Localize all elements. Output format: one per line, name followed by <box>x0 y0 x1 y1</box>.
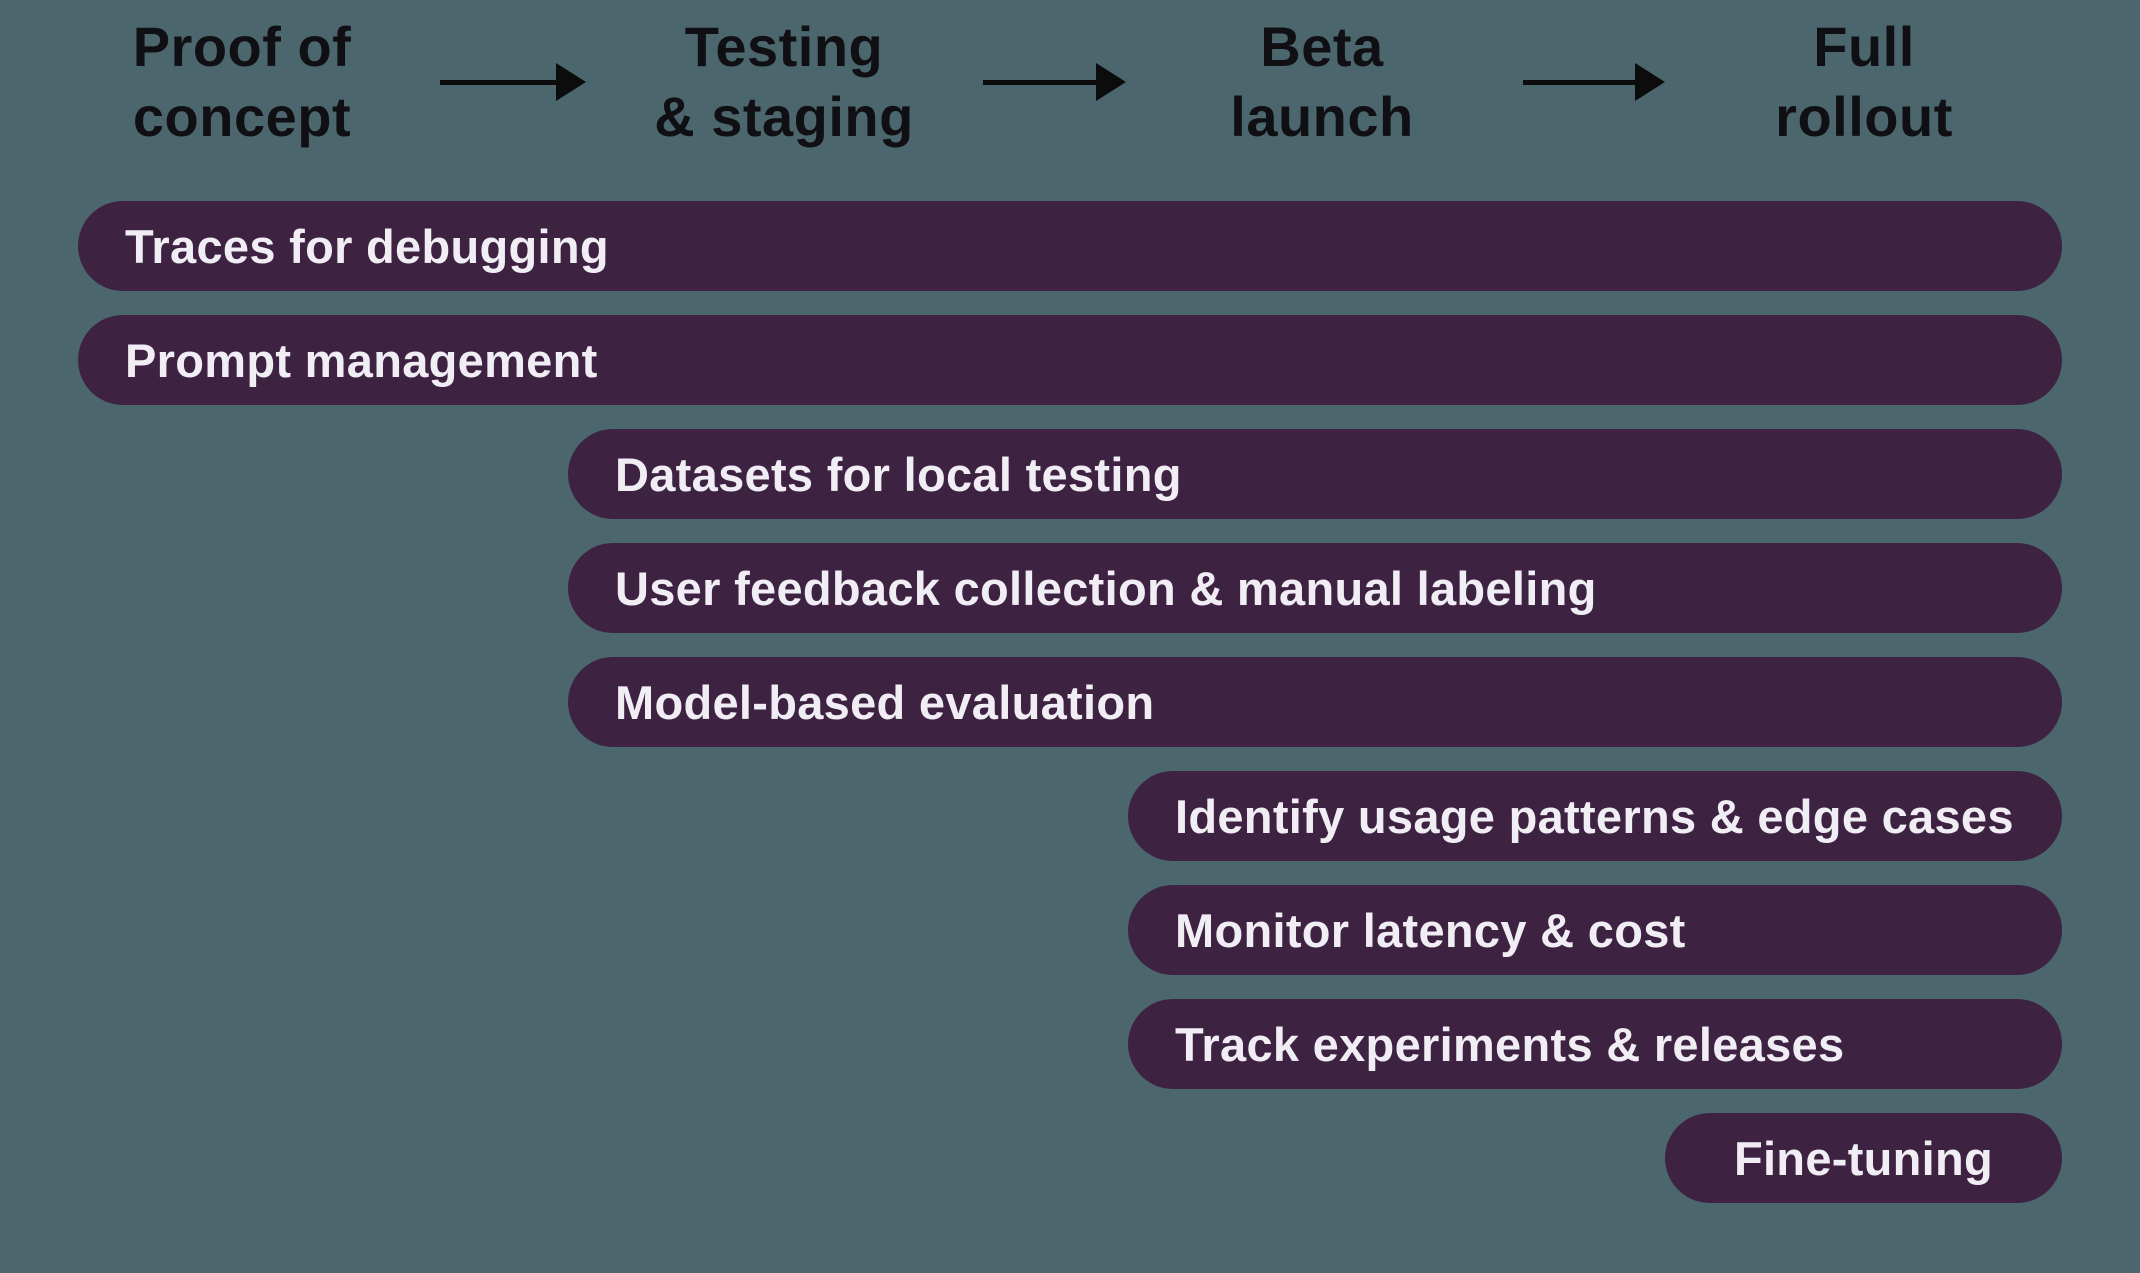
phase-header-line: Beta <box>1260 15 1384 78</box>
bar-prompt-management: Prompt management <box>78 315 2062 405</box>
arrow-right-icon <box>440 63 586 101</box>
phase-header-line: Full <box>1813 15 1915 78</box>
phase-header-line: Proof of <box>132 15 352 78</box>
bar-identify-usage-patterns: Identify usage patterns & edge cases <box>1128 771 2062 861</box>
phase-header-line: launch <box>1230 85 1414 148</box>
bar-track-experiments-releases: Track experiments & releases <box>1128 999 2062 1089</box>
phase-header-line: & staging <box>654 85 914 148</box>
phase-header-full-rollout: Full rollout <box>1604 12 2124 152</box>
arrow-right-icon <box>1523 63 1665 101</box>
bar-fine-tuning: Fine-tuning <box>1665 1113 2062 1203</box>
bar-traces-for-debugging: Traces for debugging <box>78 201 2062 291</box>
arrow-right-icon <box>983 63 1126 101</box>
phase-header-testing-staging: Testing & staging <box>524 12 1044 152</box>
bar-user-feedback-collection: User feedback collection & manual labeli… <box>568 543 2062 633</box>
phase-header-line: Testing <box>684 15 884 78</box>
phase-header-beta-launch: Beta launch <box>1062 12 1582 152</box>
bar-datasets-for-local-testing: Datasets for local testing <box>568 429 2062 519</box>
phase-header-line: rollout <box>1775 85 1953 148</box>
bar-monitor-latency-cost: Monitor latency & cost <box>1128 885 2062 975</box>
phase-header-proof-of-concept: Proof of concept <box>0 12 502 152</box>
bar-model-based-evaluation: Model-based evaluation <box>568 657 2062 747</box>
phase-header-line: concept <box>132 85 352 148</box>
